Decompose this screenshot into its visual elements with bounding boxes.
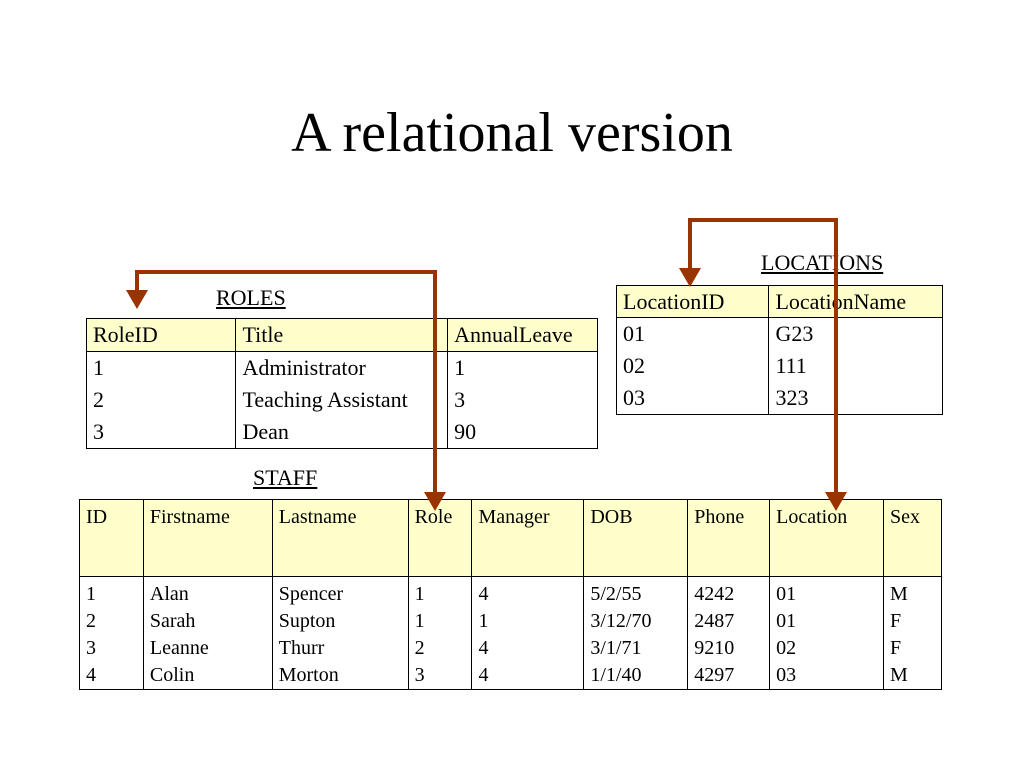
staff-col-firstname: Firstname — [142, 499, 273, 577]
staff-cell: 2 — [407, 635, 473, 662]
role-arrowhead-down — [126, 290, 148, 309]
locations-cell: 111 — [768, 350, 943, 382]
staff-cell: 3/12/70 — [583, 608, 689, 635]
staff-cell: 02 — [769, 635, 885, 662]
table-row: 3 Leanne Thurr 2 4 3/1/71 9210 02 F — [79, 635, 942, 662]
staff-cell: 4 — [79, 662, 144, 690]
table-row: 4 Colin Morton 3 4 1/1/40 4297 03 M — [79, 662, 942, 690]
staff-cell: 4 — [471, 662, 585, 690]
staff-cell: 5/2/55 — [583, 576, 689, 608]
staff-cell: 9210 — [687, 635, 771, 662]
staff-cell: 4 — [471, 576, 585, 608]
roles-cell: 90 — [447, 416, 598, 449]
staff-cell: Leanne — [142, 635, 273, 662]
roles-cell: 1 — [447, 351, 598, 384]
table-row: 02 111 — [615, 350, 943, 382]
locations-table: LocationID LocationName 01 G23 02 111 03… — [615, 285, 943, 415]
staff-cell: 4242 — [687, 576, 771, 608]
locations-col-locationid: LocationID — [615, 285, 770, 318]
staff-cell: M — [883, 576, 942, 608]
locations-cell: 03 — [615, 382, 770, 415]
staff-col-phone: Phone — [687, 499, 771, 577]
staff-cell: 01 — [769, 608, 885, 635]
roles-cell: Administrator — [235, 351, 449, 384]
staff-header-row: ID Firstname Lastname Role Manager DOB P… — [79, 499, 942, 577]
staff-col-location: Location — [769, 499, 885, 577]
staff-cell: 2487 — [687, 608, 771, 635]
slide-title: A relational version — [291, 102, 733, 164]
locations-cell: 323 — [768, 382, 943, 415]
roles-cell: 1 — [85, 351, 237, 384]
roles-cell: 2 — [85, 384, 237, 416]
staff-cell: Alan — [142, 576, 273, 608]
staff-caption: STAFF — [253, 465, 318, 490]
staff-cell: Spencer — [271, 576, 409, 608]
staff-cell: 1/1/40 — [583, 662, 689, 690]
staff-cell: Supton — [271, 608, 409, 635]
table-row: 1 Administrator 1 — [85, 351, 598, 384]
locations-cell: 01 — [615, 317, 770, 350]
staff-cell: Colin — [142, 662, 273, 690]
roles-cell: 3 — [447, 384, 598, 416]
staff-cell: 2 — [79, 608, 144, 635]
roles-table: RoleID Title AnnualLeave 1 Administrator… — [85, 318, 598, 449]
staff-cell: F — [883, 635, 942, 662]
staff-cell: Morton — [271, 662, 409, 690]
table-row: 03 323 — [615, 382, 943, 415]
staff-col-id: ID — [79, 499, 144, 577]
staff-col-sex: Sex — [883, 499, 942, 577]
staff-col-dob: DOB — [583, 499, 689, 577]
table-row: 3 Dean 90 — [85, 416, 598, 449]
staff-table: ID Firstname Lastname Role Manager DOB P… — [79, 499, 942, 690]
roles-header-row: RoleID Title AnnualLeave — [85, 318, 598, 352]
staff-cell: 01 — [769, 576, 885, 608]
staff-cell: 1 — [471, 608, 585, 635]
roles-col-annualleave: AnnualLeave — [447, 318, 598, 352]
table-row: 01 G23 — [615, 317, 943, 350]
roles-col-title: Title — [235, 318, 449, 352]
staff-cell: 3 — [407, 662, 473, 690]
staff-cell: M — [883, 662, 942, 690]
roles-col-roleid: RoleID — [85, 318, 237, 352]
staff-cell: 03 — [769, 662, 885, 690]
table-row: 2 Sarah Supton 1 1 3/12/70 2487 01 F — [79, 608, 942, 635]
staff-cell: 1 — [407, 576, 473, 608]
locations-caption: LOCATIONS — [761, 250, 884, 275]
staff-col-manager: Manager — [471, 499, 585, 577]
staff-cell: 1 — [79, 576, 144, 608]
staff-cell: F — [883, 608, 942, 635]
roles-cell: Teaching Assistant — [235, 384, 449, 416]
staff-cell: Thurr — [271, 635, 409, 662]
staff-cell: 4297 — [687, 662, 771, 690]
roles-cell: 3 — [85, 416, 237, 449]
locations-cell: 02 — [615, 350, 770, 382]
table-row: 1 Alan Spencer 1 4 5/2/55 4242 01 M — [79, 576, 942, 608]
staff-cell: 3 — [79, 635, 144, 662]
staff-col-lastname: Lastname — [271, 499, 409, 577]
locations-col-locationname: LocationName — [768, 285, 943, 318]
roles-caption: ROLES — [216, 285, 286, 310]
staff-col-role: Role — [407, 499, 473, 577]
locations-cell: G23 — [768, 317, 943, 350]
staff-cell: 3/1/71 — [583, 635, 689, 662]
staff-cell: Sarah — [142, 608, 273, 635]
locations-header-row: LocationID LocationName — [615, 285, 943, 318]
roles-cell: Dean — [235, 416, 449, 449]
staff-cell: 4 — [471, 635, 585, 662]
staff-cell: 1 — [407, 608, 473, 635]
table-row: 2 Teaching Assistant 3 — [85, 384, 598, 416]
